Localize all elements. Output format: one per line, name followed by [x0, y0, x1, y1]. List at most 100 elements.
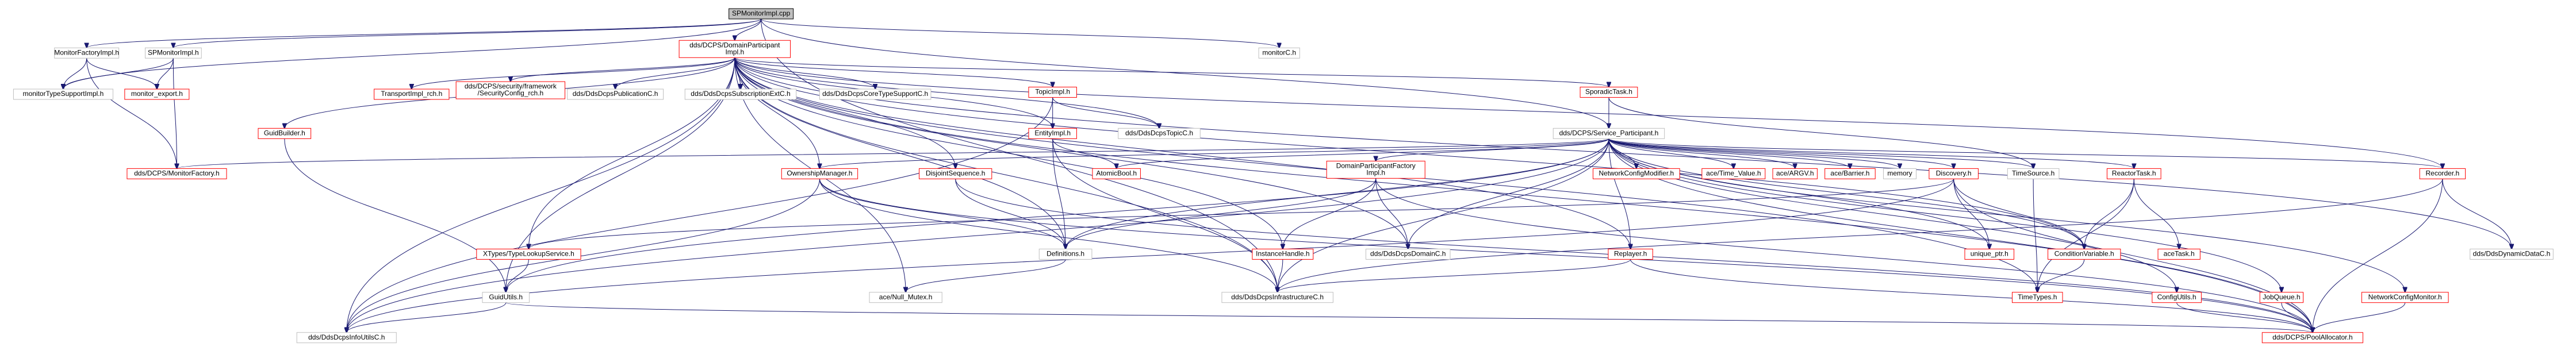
node-ddsdcpsinfrastructurec[interactable]: dds/DdsDcpsInfrastructureC.h	[1221, 292, 1333, 303]
edge-timesource-to-timetypes	[2033, 179, 2037, 292]
node-box-ownershipmanager	[781, 168, 858, 179]
edge-recorder-to-ddsdcpsinfrastructurec	[1278, 179, 2443, 292]
edge-domainparticipantimpl-to-ddsdcpspublicationc	[615, 57, 735, 89]
node-box-memory	[1883, 168, 1917, 179]
node-service_participant[interactable]: dds/DCPS/Service_Participant.h	[1552, 128, 1665, 139]
edge-service_participant-to-guidutils	[506, 138, 1609, 292]
node-label-xtypes_typelookupservice-0: XTypes/TypeLookupService.h	[483, 250, 574, 258]
node-timesource[interactable]: TimeSource.h	[2007, 168, 2060, 179]
node-instancehandle[interactable]: InstanceHandle.h	[1252, 248, 1314, 260]
edge-service_participant-to-ace_barrier	[1608, 138, 1850, 168]
node-ace_null_mutex[interactable]: ace/Null_Mutex.h	[869, 292, 942, 303]
edge-domainparticipantimpl-to-sporadictask	[734, 57, 1609, 87]
edge-service_participant-to-ddsdcpsinfoutilsc	[347, 138, 1609, 332]
edge-topicimpl-to-ddsdcpsinfoutilsc	[347, 97, 1053, 333]
node-configutils[interactable]: ConfigUtils.h	[2152, 292, 2202, 303]
node-label-ace_time_value-0: ace/Time_Value.h	[1706, 169, 1761, 178]
edge-root-to-ddsdcpsinfrastructurec	[761, 19, 1278, 292]
node-ddsdcpssubscriptionextc[interactable]: dds/DdsDcpsSubscriptionExtC.h	[684, 88, 797, 100]
edge-domainparticipantfactoryimpl-to-ddsdcpsdomainc	[1375, 178, 1408, 249]
node-label-spmonitorimpl_h-0: SPMonitorImpl.h	[148, 48, 199, 56]
edge-domainparticipantimpl-to-ownershipmanager	[734, 57, 820, 168]
node-ace_argv[interactable]: ace/ARGV.h	[1772, 168, 1818, 179]
node-ddsdcpstopicc[interactable]: dds/DdsDcpsTopicC.h	[1118, 128, 1201, 139]
edge-domainparticipantfactoryimpl-to-dcps_poolallocator	[1375, 178, 2313, 332]
node-ddsdcpscoretypesupportc[interactable]: dds/DdsDcpsCoreTypeSupportC.h	[819, 88, 931, 100]
edge-monitorfactoryimpl-to-monitor_export	[86, 58, 157, 89]
node-conditionvariable[interactable]: ConditionVariable.h	[2048, 248, 2121, 260]
edge-domainparticipantimpl-to-disjointsequence	[734, 57, 956, 168]
edge-domainparticipantfactoryimpl-to-instancehandle	[1283, 178, 1377, 249]
node-networkconfigmodifier[interactable]: NetworkConfigModifier.h	[1592, 168, 1680, 179]
node-dcps_poolallocator[interactable]: dds/DCPS/PoolAllocator.h	[2261, 332, 2363, 344]
node-xtypes_typelookupservice[interactable]: XTypes/TypeLookupService.h	[476, 248, 581, 260]
node-spmonitorimpl_h[interactable]: SPMonitorImpl.h	[145, 47, 202, 59]
node-securityconfig_rch[interactable]: dds/DCPS/security/framework/SecurityConf…	[455, 81, 566, 99]
node-discovery[interactable]: Discovery.h	[1929, 168, 1979, 179]
node-sporadictask[interactable]: SporadicTask.h	[1580, 87, 1638, 98]
edge-recorder-to-dcps_poolallocator	[2313, 179, 2443, 332]
node-replayer[interactable]: Replayer.h	[1608, 248, 1653, 260]
node-ownershipmanager[interactable]: OwnershipManager.h	[781, 168, 858, 179]
edge-instancehandle-to-ddsdcpsinfrastructurec	[1278, 259, 1283, 292]
node-label-timetypes-0: TimeTypes.h	[2018, 293, 2057, 301]
edge-service_participant-to-dcps_monitorfactory	[177, 138, 1609, 168]
edge-ownershipmanager-to-ddsdcpsinfrastructurec	[819, 179, 1277, 292]
node-label-disjointsequence-0: DisjointSequence.h	[926, 169, 985, 178]
node-transportimpl_rch[interactable]: TransportImpl_rch.h	[374, 88, 450, 100]
node-entityimpl[interactable]: EntityImpl.h	[1028, 128, 1077, 139]
node-unique_ptr[interactable]: unique_ptr.h	[1964, 248, 2015, 260]
edge-service_participant-to-recorder	[1608, 138, 2443, 168]
node-box-ddsdcpssubscriptionextc	[684, 88, 797, 100]
node-disjointsequence[interactable]: DisjointSequence.h	[919, 168, 992, 179]
node-ace_time_value[interactable]: ace/Time_Value.h	[1701, 168, 1766, 179]
node-guidutils[interactable]: GuidUtils.h	[482, 292, 530, 303]
node-box-definitions	[1038, 248, 1092, 260]
edge-monitorfactoryimpl-to-dcps_monitorfactory	[86, 58, 177, 168]
node-label-ddsdcpstopicc-0: dds/DdsDcpsTopicC.h	[1125, 129, 1193, 137]
edge-domainparticipantimpl-to-recorder	[734, 57, 2443, 168]
edge-discovery-to-ddsdcpsinfoutilsc	[347, 179, 1954, 332]
edge-recorder-to-ddsdynamicdatac	[2442, 179, 2512, 249]
node-ace_barrier[interactable]: ace/Barrier.h	[1824, 168, 1876, 179]
node-label-domainparticipantfactoryimpl-0: DomainParticipantFactory	[1336, 162, 1416, 170]
node-box-monitorfactoryimpl	[54, 47, 120, 59]
node-label-ddsdynamicdatac-0: dds/DdsDynamicDataC.h	[2473, 250, 2551, 258]
node-topicimpl[interactable]: TopicImpl.h	[1028, 87, 1077, 98]
node-monitorfactoryimpl[interactable]: MonitorFactoryImpl.h	[54, 47, 120, 59]
node-label-definitions-0: Definitions.h	[1046, 250, 1084, 258]
node-networkconfigmonitor[interactable]: NetworkConfigMonitor.h	[2361, 292, 2449, 303]
node-box-ace_argv	[1772, 168, 1818, 179]
node-ddsdynamicdatac[interactable]: dds/DdsDynamicDataC.h	[2470, 248, 2554, 260]
node-box-networkconfigmodifier	[1592, 168, 1680, 179]
node-monitorc[interactable]: monitorC.h	[1258, 47, 1300, 59]
node-atomicbool[interactable]: AtomicBool.h	[1092, 168, 1141, 179]
node-label-reactortask-0: ReactorTask.h	[2112, 169, 2156, 178]
node-recorder[interactable]: Recorder.h	[2419, 168, 2466, 179]
node-box-networkconfigmonitor	[2361, 292, 2449, 303]
node-label-securityconfig_rch-1: /SecurityConfig_rch.h	[477, 89, 543, 97]
node-dcps_monitorfactory[interactable]: dds/DCPS/MonitorFactory.h	[126, 168, 227, 179]
node-jobqueue[interactable]: JobQueue.h	[2259, 292, 2304, 303]
node-definitions[interactable]: Definitions.h	[1038, 248, 1092, 260]
node-monitortypesupportimpl[interactable]: monitorTypeSupportImpl.h	[13, 88, 114, 100]
node-timetypes[interactable]: TimeTypes.h	[2011, 292, 2063, 303]
node-reactortask[interactable]: ReactorTask.h	[2106, 168, 2161, 179]
node-box-recorder	[2419, 168, 2466, 179]
node-guidbuilder[interactable]: GuidBuilder.h	[258, 128, 312, 139]
edge-conditionvariable-to-timetypes	[2037, 259, 2085, 292]
node-memory[interactable]: memory	[1883, 168, 1917, 179]
edge-service_participant-to-ddsdcpsinfrastructurec	[1278, 138, 1609, 292]
node-monitor_export[interactable]: monitor_export.h	[124, 88, 190, 100]
node-acetask[interactable]: aceTask.h	[2157, 248, 2201, 260]
node-label-monitorc-0: monitorC.h	[1262, 48, 1296, 56]
node-label-conditionvariable-0: ConditionVariable.h	[2054, 250, 2114, 258]
edge-service_participant-to-ace_time_value	[1608, 138, 1734, 168]
node-label-recorder-0: Recorder.h	[2426, 169, 2460, 178]
node-box-ace_time_value	[1701, 168, 1766, 179]
node-ddsdcpsdomainc[interactable]: dds/DdsDcpsDomainC.h	[1365, 248, 1451, 260]
node-ddsdcpsinfoutilsc[interactable]: dds/DdsDcpsInfoUtilsC.h	[296, 332, 397, 344]
node-ddsdcpspublicationc[interactable]: dds/DdsDcpsPublicationC.h	[567, 88, 664, 100]
